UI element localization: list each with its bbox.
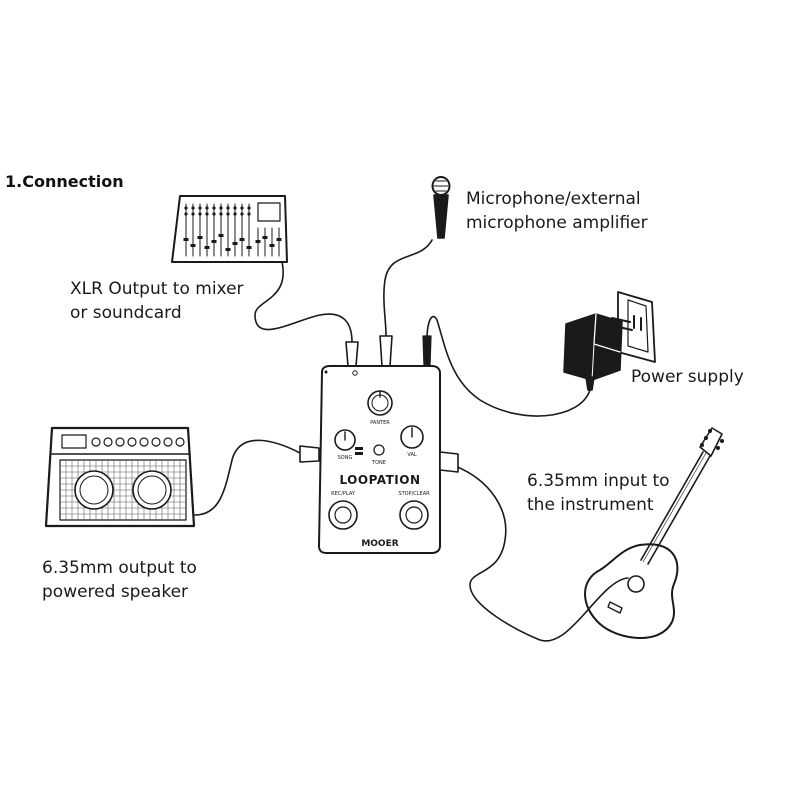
output-jack — [299, 445, 320, 463]
label-microphone-line1: Microphone/external — [466, 189, 641, 209]
footswitch-left — [328, 500, 358, 530]
pedal-knob-top-label: PANTER — [370, 420, 390, 426]
mic-input-jack — [379, 335, 393, 367]
tone-button — [373, 444, 385, 456]
pedal-footswitch-left-label: REC/PLAY — [331, 491, 356, 497]
wall-outlet-icon — [617, 291, 656, 363]
cable-mixer-xlr — [254, 261, 353, 343]
mixer-icon — [171, 195, 288, 263]
label-power: Power supply — [631, 365, 744, 389]
cable-speaker — [194, 439, 301, 516]
label-mixer: XLR Output to mixer or soundcard — [70, 277, 244, 325]
pedal-knob-right-label: VAL — [407, 452, 417, 458]
label-mixer-line1: XLR Output to mixer — [70, 279, 244, 299]
pedal-knob-left-label: SONG — [338, 455, 353, 461]
cable-power — [426, 315, 591, 417]
cable-instrument — [454, 465, 629, 642]
pedal-footswitch-right-label: STOP/CLEAR — [398, 491, 430, 497]
label-instrument-line1: 6.35mm input to — [527, 471, 670, 491]
label-instrument: 6.35mm input to the instrument — [527, 469, 670, 517]
label-speaker: 6.35mm output to powered speaker — [42, 556, 197, 604]
label-speaker-line2: powered speaker — [42, 582, 189, 602]
looper-pedal-icon — [299, 335, 459, 554]
knob-right — [400, 425, 424, 449]
dc-power-jack — [422, 335, 432, 367]
label-speaker-line1: 6.35mm output to — [42, 558, 197, 578]
label-power-line1: Power supply — [631, 367, 744, 387]
pedal-tone-label: TONE — [371, 460, 386, 466]
section-title: 1.Connection — [5, 172, 124, 191]
acoustic-guitar-icon — [584, 427, 724, 639]
label-microphone-line2: microphone amplifier — [466, 213, 648, 233]
label-microphone: Microphone/external microphone amplifier — [466, 187, 648, 235]
xlr-output-jack — [345, 341, 359, 367]
pedal-brand: MOOER — [361, 539, 398, 549]
knob-top — [367, 390, 393, 416]
pedal-name: LOOPATION — [339, 473, 420, 487]
label-mixer-line2: or soundcard — [70, 303, 182, 323]
knob-left — [334, 429, 356, 451]
cable-microphone — [383, 239, 433, 336]
input-jack — [439, 451, 459, 473]
guitar-amp-icon — [44, 426, 196, 528]
power-adapter-icon — [563, 313, 633, 391]
microphone-icon — [431, 176, 451, 239]
label-instrument-line2: the instrument — [527, 495, 654, 515]
footswitch-right — [399, 500, 429, 530]
